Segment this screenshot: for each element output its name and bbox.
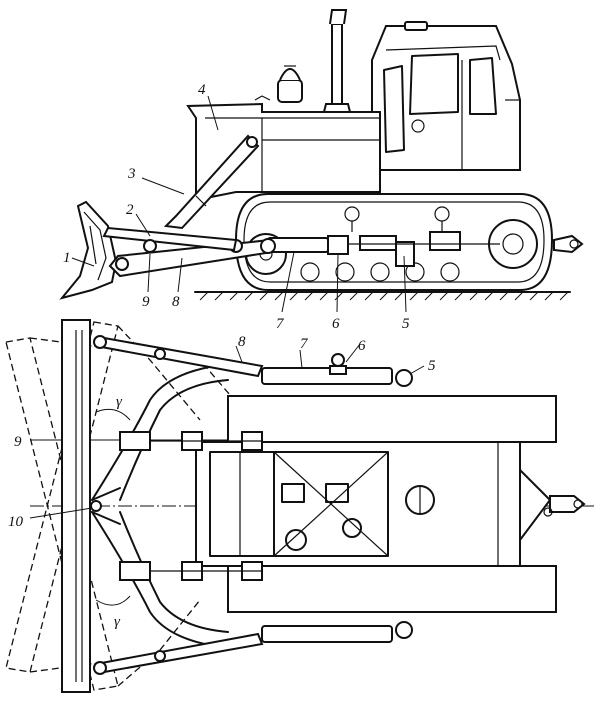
cylinders-top <box>261 353 413 643</box>
blade-top <box>61 319 91 693</box>
side-leader-lines <box>71 95 407 313</box>
label-1: 1 <box>63 250 71 266</box>
top-label-8: 8 <box>238 334 246 350</box>
side-view: 1 2 3 4 5 6 7 8 9 <box>59 9 584 332</box>
ground-line <box>194 291 571 301</box>
rear-drawbar <box>519 467 586 543</box>
angle-arcs <box>95 408 131 606</box>
operator-cab <box>371 21 521 171</box>
top-label-10: 10 <box>8 514 24 530</box>
label-9: 9 <box>142 294 150 310</box>
label-8: 8 <box>172 294 180 310</box>
cab-window <box>409 53 459 115</box>
air-cleaner <box>277 65 303 103</box>
tracks-top <box>227 395 557 613</box>
label-7: 7 <box>276 316 285 332</box>
blade-pivot <box>90 500 102 512</box>
upper-strut <box>102 226 238 253</box>
main-frame <box>195 441 521 567</box>
push-arms <box>91 363 231 649</box>
rear-hitch <box>553 234 584 254</box>
top-label-6: 6 <box>358 338 366 354</box>
top-label-7: 7 <box>300 336 309 352</box>
cab-window-rear <box>469 57 497 115</box>
top-label-5: 5 <box>428 358 436 374</box>
trunnion-blocks <box>119 431 263 581</box>
top-label-9: 9 <box>14 434 22 450</box>
gamma-label-top: γ <box>116 394 123 410</box>
exhaust-pipe <box>322 9 352 113</box>
gamma-label-bottom: γ <box>114 614 121 630</box>
label-2: 2 <box>126 202 134 218</box>
tilt-cylinder <box>260 231 500 267</box>
lift-cylinder <box>163 134 260 230</box>
label-3: 3 <box>127 166 136 182</box>
top-leader-lines <box>29 343 425 519</box>
label-6: 6 <box>332 316 340 332</box>
label-5: 5 <box>402 316 410 332</box>
label-4: 4 <box>198 82 206 98</box>
diagonal-struts <box>93 335 264 675</box>
cab-door <box>383 65 405 153</box>
top-view: 5 6 7 8 9 10 γ γ <box>5 319 595 693</box>
